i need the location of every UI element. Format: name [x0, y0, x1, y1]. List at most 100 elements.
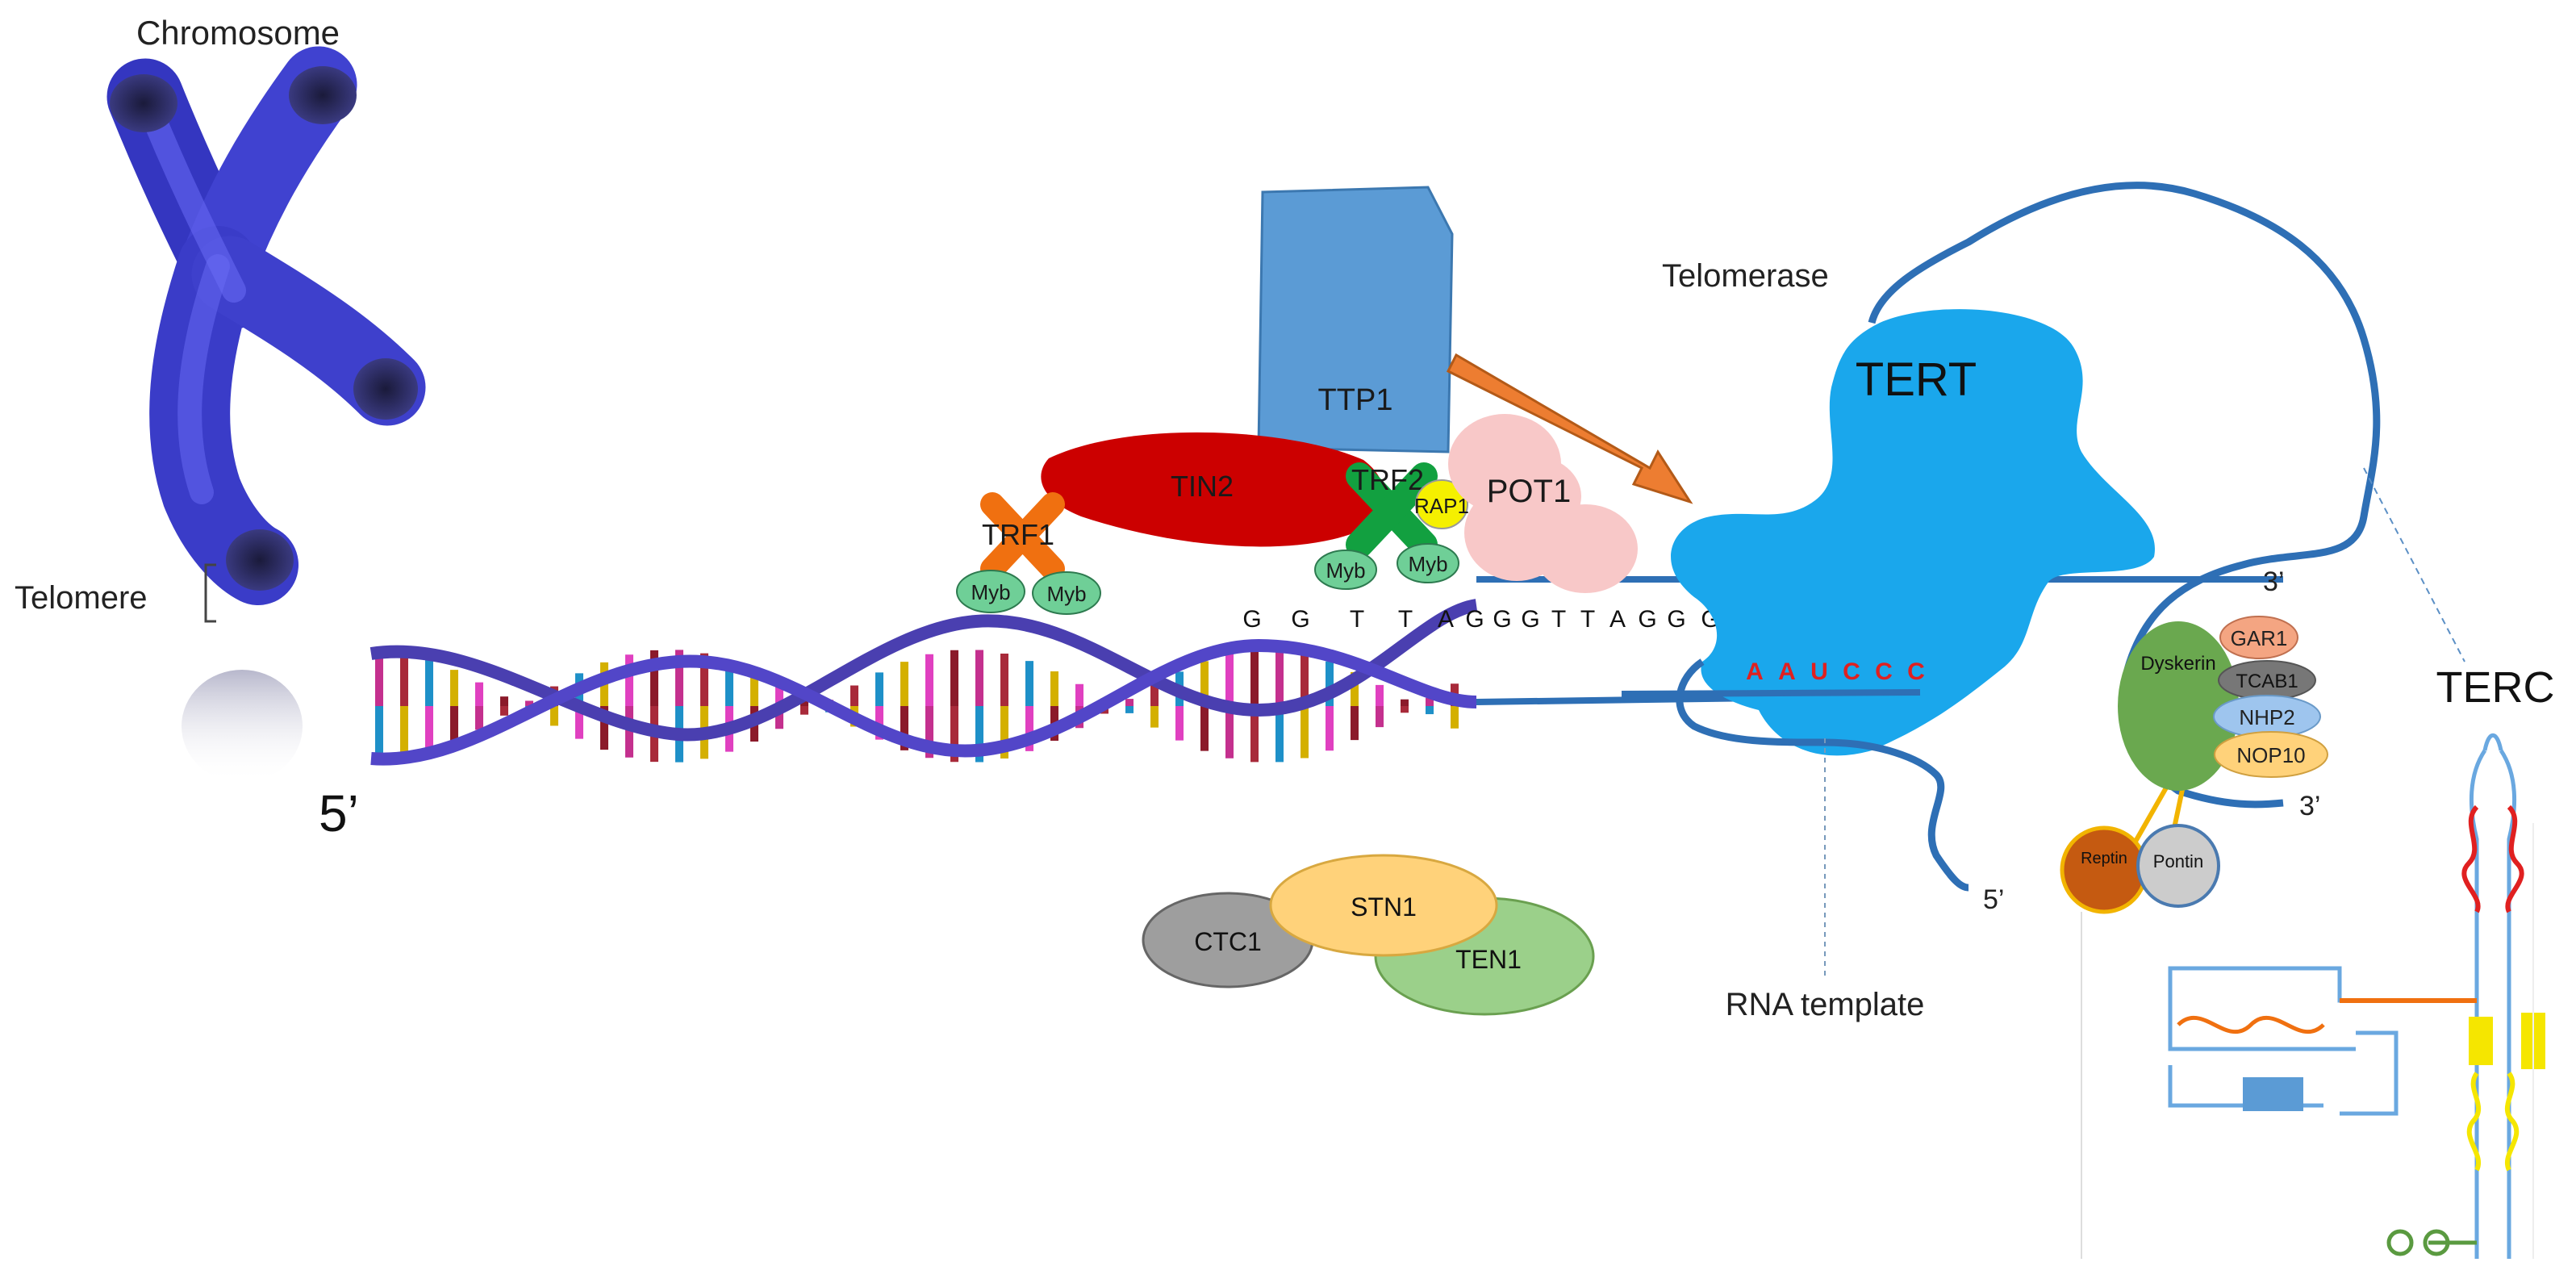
reptin-label: Reptin — [2081, 850, 2127, 867]
template-letter: A — [1778, 658, 1796, 685]
terc-yellow-block-1 — [2469, 1017, 2493, 1065]
chromosome-label: Chromosome — [136, 14, 340, 52]
sequence-letter: G — [1638, 606, 1656, 633]
rap1-label: RAP1 — [1414, 494, 1469, 518]
myb-label-3: Myb — [1326, 558, 1365, 583]
chromosome-shadow — [182, 670, 303, 783]
telomerase-label: Telomerase — [1662, 258, 1829, 294]
template-letter: C — [1843, 658, 1860, 685]
sequence-letter: G — [1667, 606, 1685, 633]
five-prime-left-label: 5’ — [319, 784, 359, 842]
stn1-label: STN1 — [1351, 892, 1417, 922]
dyskerin-complex: Dyskerin GAR1 TCAB1 NHP2 NOP10 Reptin Po… — [2060, 616, 2328, 1259]
terc-yellow-segment-right — [2504, 1072, 2520, 1172]
dna-double-helix — [369, 599, 1478, 766]
myb-label-2: Myb — [1046, 582, 1086, 606]
sequence-letter: G — [1465, 606, 1484, 633]
telomere-tip-2 — [289, 66, 357, 124]
terc-rna-tail — [1676, 658, 1969, 892]
telomere-label: Telomere — [15, 580, 148, 616]
sequence-letter: G — [1242, 606, 1261, 633]
terc-red-segment-left — [2461, 804, 2481, 913]
three-prime-mid-label: 3’ — [2299, 791, 2320, 821]
cst-complex: CTC1 STN1 TEN1 — [1142, 854, 1595, 1016]
tcab1-label: TCAB1 — [2236, 671, 2298, 692]
template-strand — [1621, 689, 1921, 697]
ttp1-to-tert-arrow — [1446, 353, 1693, 504]
rna-template-label: RNA template — [1726, 987, 1925, 1022]
terc-arm-right — [2340, 1030, 2399, 1116]
three-prime-top-label: 3’ — [2263, 566, 2284, 597]
pontin-shape — [2136, 824, 2220, 908]
reptin-shape — [2060, 825, 2148, 914]
terc-arm-top — [2168, 966, 2477, 1051]
myb-label-1: Myb — [971, 580, 1010, 604]
myb-domain-3 — [1314, 550, 1377, 590]
terc-apex — [2482, 733, 2503, 751]
template-letter: A — [1746, 658, 1764, 685]
terc-stem-right — [2499, 749, 2516, 1259]
terc-yellow-segment-left — [2466, 1072, 2482, 1172]
gar1-shape — [2219, 616, 2298, 659]
tert-shape — [1671, 309, 2155, 756]
telomere-tip-3 — [353, 358, 418, 420]
ten1-label: TEN1 — [1455, 945, 1522, 974]
trf1-x — [980, 492, 1065, 581]
tert-label: TERT — [1856, 353, 1977, 406]
dyskerin-shape — [2118, 621, 2239, 791]
sequence-letter: T — [1398, 606, 1413, 633]
dna-backbone-2 — [370, 638, 1477, 766]
tin2-label: TIN2 — [1171, 470, 1234, 503]
nop10-label: NOP10 — [2236, 743, 2305, 767]
ttp1-shape — [1257, 186, 1454, 453]
dna-backbone-1 — [369, 599, 1478, 742]
gar1-label: GAR1 — [2231, 626, 2288, 650]
terc-blue-block — [2243, 1077, 2303, 1111]
sequence-letter: A — [1438, 606, 1454, 633]
terc-structure: TERC — [2168, 663, 2555, 1259]
shelterin-complex: TTP1 TIN2 TRF1 TRF2 RAP1 POT1 Myb Myb — [956, 186, 1693, 615]
myb-domain-2 — [1032, 571, 1101, 615]
terc-green-loop-1 — [2386, 1229, 2414, 1256]
sequence-letter: G — [1521, 606, 1539, 633]
template-letter: U — [1810, 658, 1828, 685]
five-prime-bottom-label: 5’ — [1983, 884, 2004, 915]
nop10-shape — [2214, 731, 2328, 778]
terc-green-loop-2 — [2423, 1229, 2450, 1256]
myb-domain-4 — [1397, 543, 1459, 583]
telomere-tip-4 — [226, 529, 294, 591]
pontin-label: Pontin — [2153, 851, 2203, 871]
sequence-letter: T — [1580, 606, 1595, 633]
ttp1-label: TTP1 — [1318, 383, 1393, 417]
tin2-shape — [1041, 432, 1384, 547]
telomere-bracket — [204, 563, 216, 623]
terc-red-segment-right — [2505, 804, 2524, 913]
sequence-letter: G — [1493, 606, 1511, 633]
template-letter: C — [1875, 658, 1893, 685]
template-letter: C — [1907, 658, 1925, 685]
terc-pointer — [2363, 467, 2465, 662]
sequence-letter: T — [1350, 606, 1364, 633]
myb-domains: Myb Myb Myb Myb — [956, 543, 1459, 615]
myb-label-4: Myb — [1408, 552, 1447, 576]
terc-label: TERC — [2436, 663, 2555, 712]
chromosome — [106, 46, 426, 783]
nhp2-label: NHP2 — [2239, 705, 2294, 729]
trf2-x — [1346, 462, 1438, 558]
myb-domain-1 — [956, 570, 1025, 613]
ctc1-label: CTC1 — [1194, 927, 1262, 956]
sequence-letter: A — [1609, 606, 1626, 633]
stn1-shape — [1269, 854, 1498, 957]
terc-orange-loop — [2177, 1015, 2325, 1034]
sequence-letter: T — [1551, 606, 1566, 633]
dyskerin-label: Dyskerin — [2140, 653, 2215, 675]
pot1-shape — [1448, 414, 1638, 593]
trf2-label: TRF2 — [1351, 463, 1424, 496]
rap1-shape — [1415, 479, 1468, 529]
trf1-label: TRF1 — [982, 518, 1054, 551]
telomere-tip-1 — [110, 74, 177, 132]
sequence-letter: G — [1291, 606, 1309, 633]
